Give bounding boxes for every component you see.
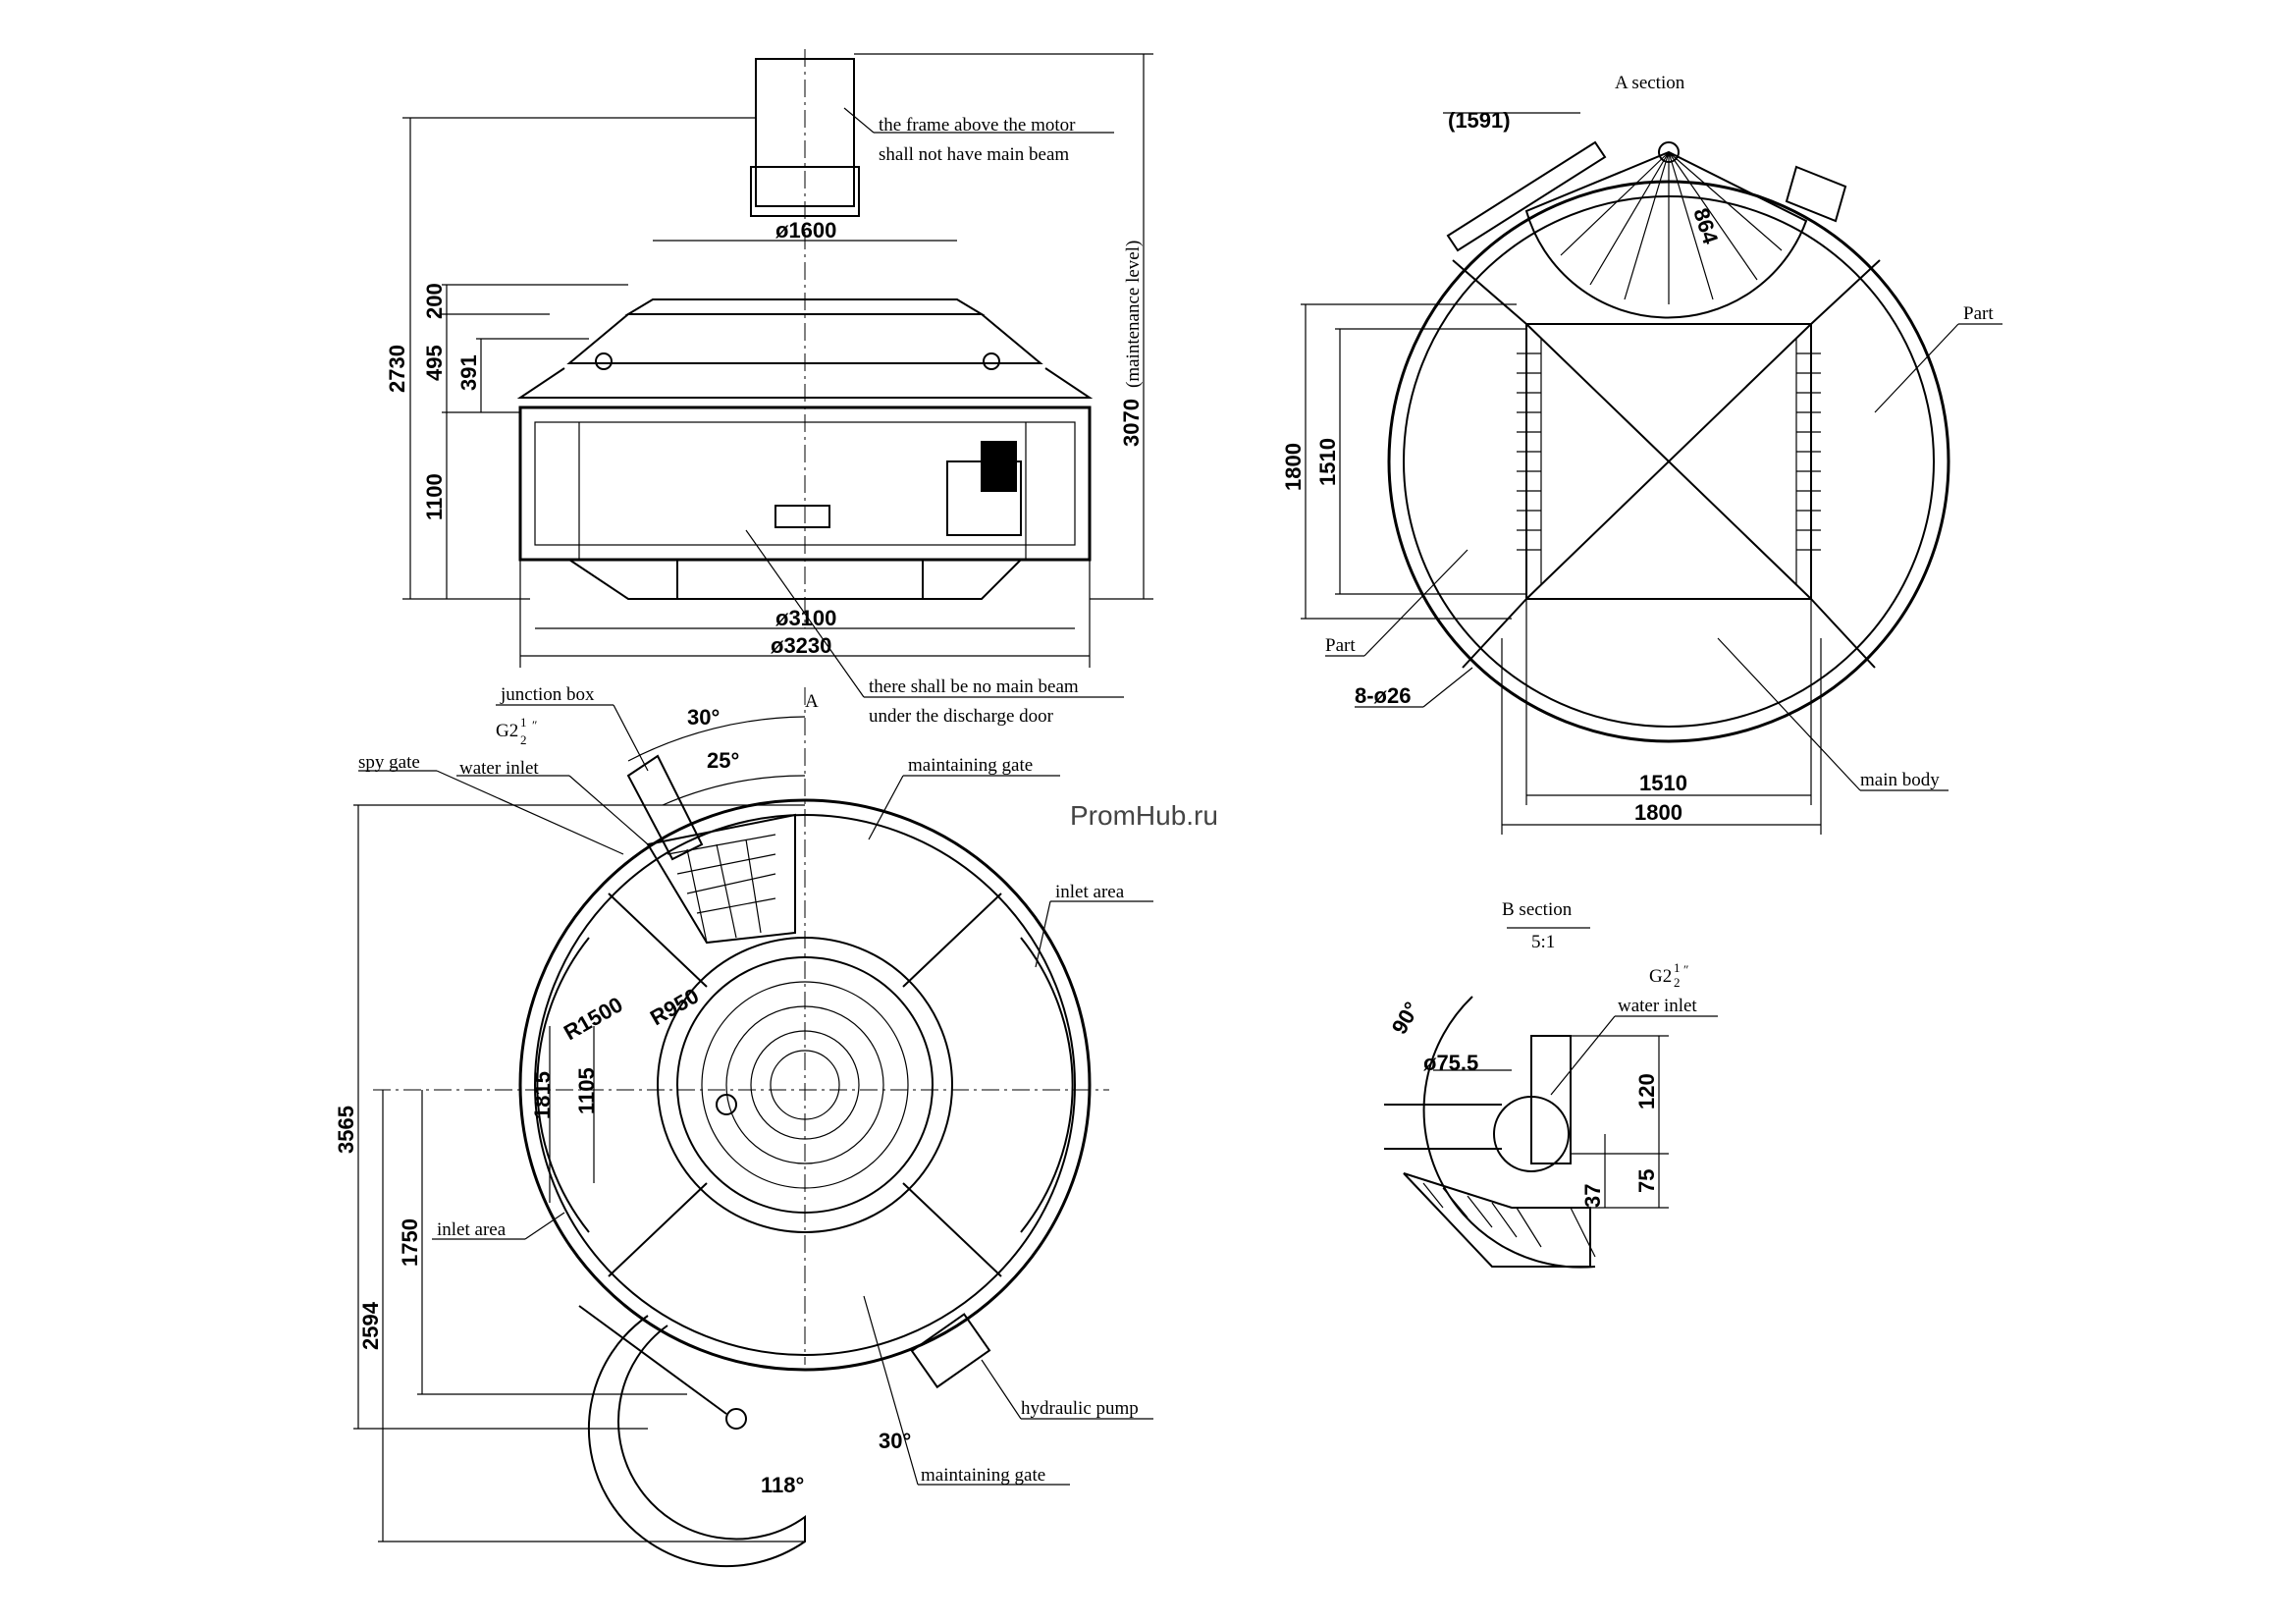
angle-30: 30°: [687, 705, 720, 730]
label-inlet-area-left: inlet area: [437, 1219, 507, 1240]
label-inlet-area-right: inlet area: [1055, 882, 1125, 902]
b-section-title: B section: [1502, 899, 1573, 920]
note-frame-line1: the frame above the motor: [879, 115, 1076, 135]
dim-1750: 1750: [398, 1218, 422, 1267]
dim-d1600: ø1600: [775, 218, 836, 243]
a-section-frame: [1525, 323, 1812, 600]
dim-holes: 8-ø26: [1355, 683, 1411, 708]
label-spy-gate: spy gate: [358, 752, 420, 773]
dim-75: 75: [1634, 1169, 1659, 1193]
dim-37: 37: [1580, 1184, 1605, 1208]
note-door-line2: under the discharge door: [869, 706, 1054, 727]
label-g2-fraction-bottom: 2: [520, 732, 527, 747]
label-g2: G2: [496, 721, 518, 741]
dim-h1100: 1100: [422, 473, 447, 520]
dim-h391: 391: [456, 354, 481, 391]
label-water-inlet-plan: water inlet: [459, 758, 539, 779]
label-hydraulic-pump: hydraulic pump: [1021, 1398, 1139, 1419]
b-section-pipe-circle: [1493, 1096, 1570, 1172]
b-section: B section 5:1 120 75 37 ø75.5 90° G2 1 2…: [1384, 899, 1718, 1269]
label-g2-inch: ″: [532, 718, 537, 732]
plan-view: 3565 2594 1750 1815 1105 R1500 R950 30° …: [334, 684, 1153, 1568]
angle-118: 118°: [761, 1473, 804, 1497]
note-door-line1: there shall be no main beam: [869, 676, 1079, 697]
b-section-inlet-pipe: [1530, 1035, 1572, 1164]
front-view: ø1600 ø3100 ø3230 2730 200 495 391 1100 …: [385, 49, 1153, 727]
label-g2-b-fraction-bottom: 2: [1674, 975, 1681, 990]
section-marker-a: A: [805, 691, 819, 712]
a-section-title: A section: [1615, 73, 1685, 93]
dim-864: 864: [1688, 205, 1723, 247]
mixer-drum: [518, 406, 1092, 562]
label-g2-b-inch: ″: [1683, 962, 1688, 977]
dim-1800-vertical: 1800: [1281, 443, 1306, 491]
label-main-body: main body: [1860, 770, 1940, 790]
angle-90: 90°: [1387, 998, 1424, 1038]
dim-1510-horizontal: 1510: [1639, 771, 1687, 795]
dim-1800-horizontal: 1800: [1634, 800, 1682, 825]
label-g2-b-fraction-top: 1: [1674, 960, 1681, 975]
label-maintaining-gate-top: maintaining gate: [908, 755, 1033, 776]
watermark: PromHub.ru: [1070, 800, 1218, 831]
label-part-left: Part: [1325, 635, 1356, 656]
dim-d3100: ø3100: [775, 606, 836, 630]
dim-d75-5: ø75.5: [1423, 1051, 1478, 1075]
dim-d3230: ø3230: [771, 633, 831, 658]
dim-h3070: 3070: [1119, 399, 1144, 447]
b-section-scale: 5:1: [1531, 932, 1555, 952]
dim-r1500: R1500: [560, 992, 627, 1045]
label-junction-box: junction box: [500, 684, 595, 705]
label-water-inlet-b: water inlet: [1618, 996, 1697, 1016]
dim-h2730: 2730: [385, 345, 409, 393]
label-part-top: Part: [1963, 303, 1994, 324]
dim-1815: 1815: [530, 1071, 555, 1119]
dim-h200: 200: [422, 283, 447, 319]
dim-1510-vertical: 1510: [1315, 438, 1340, 486]
note-frame-line2: shall not have main beam: [879, 144, 1069, 165]
angle-25: 25°: [707, 748, 739, 773]
dim-2594: 2594: [358, 1301, 383, 1350]
angle-30b: 30°: [879, 1429, 911, 1453]
maintenance-level-label: (maintenance level): [1123, 241, 1144, 388]
label-g2-fraction-top: 1: [520, 715, 527, 730]
dim-1591: (1591): [1448, 108, 1511, 133]
dim-3565: 3565: [334, 1106, 358, 1154]
dim-120: 120: [1634, 1073, 1659, 1109]
a-section: A section (1591) 864 1800 1510: [1281, 73, 2002, 835]
label-g2-b: G2: [1649, 966, 1672, 987]
label-maintaining-gate-bottom: maintaining gate: [921, 1465, 1045, 1486]
dim-h495: 495: [422, 345, 447, 381]
dim-1105: 1105: [574, 1067, 599, 1114]
mixer-outer-ring: [518, 798, 1092, 1372]
